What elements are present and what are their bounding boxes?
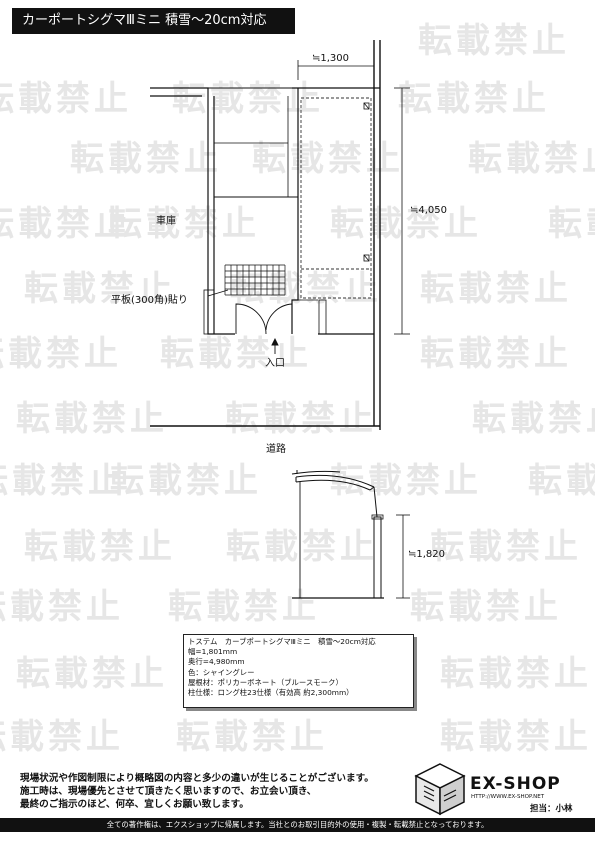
dim-width-label: ≒1,300 [312, 53, 350, 64]
watermark-text: 転載禁止 [168, 587, 320, 627]
carport-roof [295, 474, 375, 488]
brand-url: HTTP://WWW.EX-SHOP.NET [471, 794, 545, 800]
building-wall [150, 87, 235, 335]
entrance-arrow-head [271, 337, 279, 346]
door-swing [265, 303, 293, 334]
watermark-text: 転載禁止 [70, 139, 222, 179]
watermark-text: 転載禁止 [430, 527, 582, 567]
watermark-text: 転載禁止 [420, 334, 572, 374]
road-label: 道路 [266, 444, 286, 455]
spec-line: 色：シャイングレー [188, 667, 255, 677]
dim-height-label: ≒1,820 [408, 549, 446, 560]
watermark-text: 転載禁止 [440, 717, 592, 757]
dim-depth-label: ≒4,050 [410, 205, 448, 216]
note-line: 施工時は、現場優先とさせて頂きたく思いますので、お立会い頂き、 [20, 786, 317, 797]
carport-post [363, 254, 370, 262]
watermark-text: 転載禁止 [16, 399, 168, 439]
watermark-text: 転載禁止 [0, 717, 124, 757]
note-line: 現場状況や作図制限により概略図の内容と多少の違いが生じることがございます。 [20, 773, 374, 784]
wall-segment [318, 299, 327, 335]
watermark-text: 転載禁止 [548, 204, 595, 244]
tile-label: 平板(300角)貼り [111, 295, 188, 306]
watermark-text: 転載禁止 [330, 461, 482, 501]
watermark-text: 転載禁止 [225, 399, 377, 439]
brand-name: EX-SHOP [470, 774, 561, 794]
leader-line [207, 289, 229, 297]
spec-line: 幅=1,801mm [188, 647, 238, 657]
entrance-label: 入口 [265, 358, 285, 369]
spec-line: 屋根材：ポリカーボネート（ブルースモーク） [188, 677, 343, 687]
watermark-text: 転載禁止 [176, 717, 328, 757]
watermark-text: 転載禁止 [410, 587, 562, 627]
watermark-text: 転載禁止 [110, 461, 262, 501]
door-swing [235, 303, 267, 335]
watermark-text: 転載禁止 [16, 654, 168, 694]
spec-box: トステム カーブポートシグマⅢミニ 積雪～20cm対応 幅=1,801mm 奥行… [183, 634, 414, 708]
watermark-text: 転載禁止 [108, 204, 260, 244]
watermark-text: 転載禁止 [0, 204, 132, 244]
carport-roof [295, 479, 371, 491]
watermark-text: 転載禁止 [418, 21, 570, 61]
watermark-text: 転載禁止 [472, 399, 595, 439]
carport-post [373, 516, 382, 599]
watermark-text: 転載禁止 [398, 79, 550, 119]
watermark-text: 転載禁止 [24, 269, 176, 309]
note-line: 最終のご指示のほど、何卒、宜しくお願い致します。 [20, 799, 249, 810]
staff-label: 担当：小林 [530, 804, 573, 814]
spec-line: 奥行=4,980mm [188, 657, 245, 667]
watermark-text: 転載禁止 [440, 654, 592, 694]
carport-footprint [300, 97, 372, 299]
watermark-text: 転載禁止 [0, 334, 122, 374]
paving-tile-grid [224, 264, 286, 296]
watermark-text: 転載禁止 [160, 334, 312, 374]
notes: 現場状況や作図制限により概略図の内容と多少の違いが生じることがございます。 施工… [20, 772, 374, 811]
copyright-footer: 全ての著作権は、エクスショップに帰属します。当社とのお取引目的外の使用・複製・転… [0, 818, 595, 832]
watermark-text: 転載禁止 [0, 79, 132, 119]
watermark-text: 転載禁止 [468, 139, 595, 179]
building-outline [291, 470, 341, 475]
watermark-text: 転載禁止 [172, 79, 324, 119]
spec-line: 柱仕様：ロング柱23仕様（有効高 約2,300mm） [188, 688, 354, 698]
garage-label: 車庫 [156, 216, 176, 227]
watermark-text: 転載禁止 [24, 527, 176, 567]
watermark-text: 転載禁止 [0, 587, 124, 627]
carport-post [363, 102, 370, 110]
watermark-text: 転載禁止 [528, 461, 595, 501]
watermark-text: 転載禁止 [330, 204, 482, 244]
wall-segment [203, 289, 215, 335]
watermark-text: 転載禁止 [0, 461, 126, 501]
ex-shop-logo-icon [414, 763, 466, 816]
page-title: カーポートシグマⅢミニ 積雪～20cm対応 [12, 8, 295, 34]
watermark-text: 転載禁止 [252, 139, 404, 179]
spec-heading: トステム カーブポートシグマⅢミニ 積雪～20cm対応 [188, 637, 376, 646]
watermark-text: 転載禁止 [420, 269, 572, 309]
